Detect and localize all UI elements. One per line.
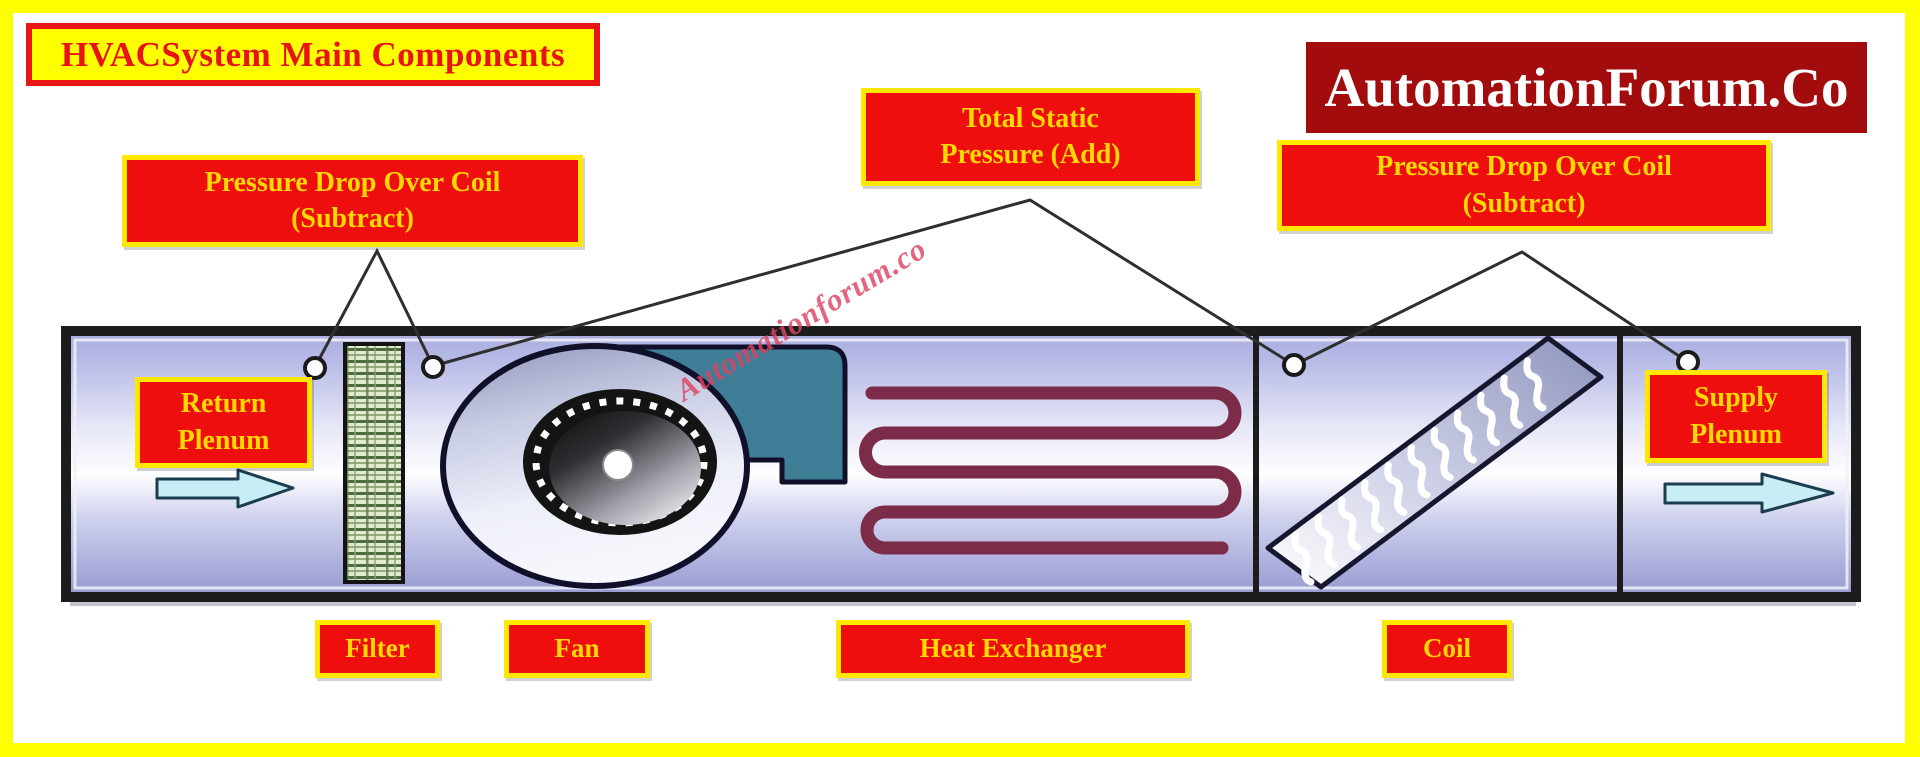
filter-element [343, 342, 405, 584]
fan-blade-ring [532, 397, 708, 527]
fan-label: Fan [504, 620, 650, 678]
duct-inner-highlight [73, 338, 1849, 590]
callout-total-static-pressure: Total Static Pressure (Add) [861, 88, 1200, 186]
label-text: Fan [554, 633, 600, 664]
connector-filter-drop [313, 247, 435, 368]
callout-text: Pressure Drop Over Coil [1376, 151, 1672, 183]
pressure-tap-icon [1282, 353, 1306, 377]
pressure-tap-icon [303, 356, 327, 380]
connector-total-static [432, 198, 1295, 368]
heat-exchanger-coil [859, 386, 1242, 555]
connector-coil-drop [1293, 250, 1689, 367]
diagram-title: HVACSystem Main Components [26, 23, 600, 86]
cooling-coil [1265, 335, 1604, 590]
return-airflow-arrow-icon [155, 468, 295, 509]
heat-exchanger-label: Heat Exchanger [836, 620, 1190, 678]
callout-text: (Subtract) [1462, 187, 1586, 219]
callout-connectors [313, 198, 1689, 368]
brand-logo-text: AutomationForum.Co [1324, 57, 1849, 118]
fan-hub [602, 449, 634, 481]
pressure-tap-icon [1676, 350, 1700, 374]
label-text: Plenum [1690, 418, 1782, 450]
callout-text: Pressure (Add) [940, 139, 1121, 170]
pressure-tap-icon [421, 355, 445, 379]
fan-blower [440, 343, 848, 589]
callout-pressure-drop-filter: Pressure Drop Over Coil (Subtract) [122, 155, 583, 247]
label-text: Return [180, 388, 267, 420]
callout-pressure-drop-coil: Pressure Drop Over Coil (Subtract) [1277, 140, 1771, 231]
label-text: Filter [345, 633, 410, 664]
callout-text: (Subtract) [291, 203, 414, 234]
label-text: Coil [1422, 633, 1471, 664]
supply-airflow-arrow-icon [1663, 472, 1835, 514]
coil-label: Coil [1382, 620, 1512, 678]
pressure-taps [303, 350, 1700, 380]
label-text: Supply [1693, 382, 1779, 414]
callout-text: Total Static [962, 102, 1099, 134]
return-plenum-label: Return Plenum [135, 377, 312, 468]
label-text: Plenum [177, 424, 270, 456]
cooling-coil-waves [1291, 357, 1547, 586]
callout-text: Pressure Drop Over Coil [204, 166, 501, 198]
brand-logo: AutomationForum.Co [1306, 42, 1867, 133]
filter-label: Filter [315, 620, 440, 678]
supply-plenum-label: Supply Plenum [1645, 370, 1827, 463]
diagram-title-text: HVACSystem Main Components [60, 34, 566, 74]
label-text: Heat Exchanger [919, 633, 1107, 664]
